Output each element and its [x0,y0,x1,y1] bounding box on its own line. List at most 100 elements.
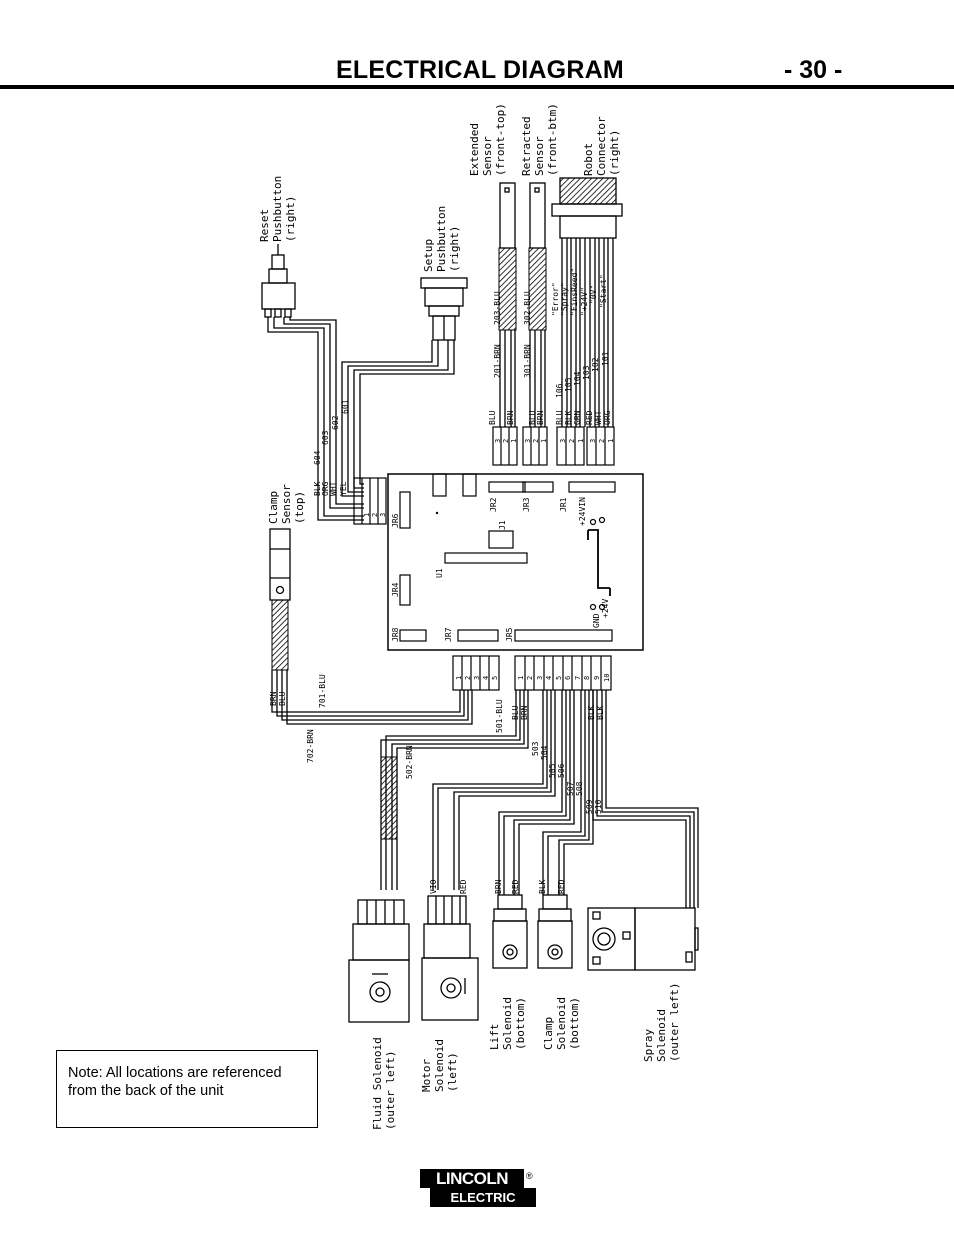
wire-701: 701-BLU [318,674,327,708]
label-retracted-line3: (front-btm) [546,103,559,176]
note-box: Note: All locations are referenced from … [56,1050,318,1128]
jr6-color-4: YEL [339,481,348,496]
wire-510: 510 [594,799,603,814]
pin-jr5-6: 6 [564,676,572,680]
label-24vin: +24VIN [578,497,587,526]
pin-jr1a-3: 3 [559,439,567,443]
pin-jr3-2: 2 [532,439,540,443]
pin-jr5-5: 5 [555,676,563,680]
robot-signal-6: "Start" [599,274,608,308]
pin-jr7-5: 5 [491,676,499,680]
pin-jr5-8: 8 [583,676,591,680]
pin-jr7-1: 1 [455,676,463,680]
pin-jr6-1: 1 [363,513,371,517]
pin-numbers: 3 2 1 3 2 1 3 2 1 3 2 1 1 2 3 1 2 3 4 5 … [363,439,615,682]
pin-jr1a-2: 2 [568,439,576,443]
jr1-color-1: BLU [555,410,564,425]
wire-104: 104 [573,371,582,386]
pin-jr5-2: 2 [526,676,534,680]
label-clamp-sensor-line2: Sensor [280,484,293,524]
label-clamp-sol-line2: Solenoid [555,997,568,1050]
label-extended-line1: Extended [468,123,481,176]
label-jr7: JR7 [444,627,453,642]
label-retracted-line1: Retracted [520,116,533,176]
label-clamp-sensor-line1: Clamp [267,491,280,524]
page-title: ELECTRICAL DIAGRAM [336,56,624,84]
label-extended-line2: Sensor [481,136,494,176]
jr2-color-2: BRN [506,410,515,425]
label-lift-line3: (bottom) [514,997,527,1050]
wire-508: 508 [575,781,584,796]
label-setup-line3: (right) [448,226,461,272]
label-setup-line2: Pushbutton [435,206,448,272]
wire-507: 507 [566,781,575,796]
label-extended-line3: (front-top) [494,103,507,176]
pin-jr1b-1: 1 [607,439,615,443]
lincoln-electric-logo: LINCOLN ® ELECTRIC [420,1169,536,1207]
label-retracted-line2: Sensor [533,136,546,176]
label-motor-line3: (left) [446,1052,459,1092]
label-jr2: JR2 [489,497,498,512]
jr5-color-4: BLK [596,705,605,720]
motor-solenoid [421,895,479,1021]
logo-line2: ELECTRIC [430,1188,536,1207]
clamp-sensor [269,528,291,601]
wire-604: 604 [313,450,322,465]
jr5-color-3: BLK [587,705,596,720]
wire-601: 601 [341,399,350,414]
robot-connector [551,177,623,239]
jr3-color-2: BRN [536,410,545,425]
label-u1: U1 [435,568,444,578]
pin-jr5-9: 9 [593,676,601,680]
wire-102: 102 [591,357,600,372]
clamp-solenoid [537,894,573,969]
label-gnd: GND [592,613,601,628]
pin-jr1a-1: 1 [577,439,585,443]
label-jr5: JR5 [505,627,514,642]
label-lift-line1: Lift [488,1024,501,1051]
pin-jr5-3: 3 [536,676,544,680]
wire-106: 106 [555,383,564,398]
header-rule [0,85,954,89]
wire-506: 506 [557,763,566,778]
label-motor-line1: Motor [420,1059,433,1092]
wire-302: 302-BLU [523,291,532,325]
reset-pushbutton [261,244,296,318]
motor-color-1: VIO [429,879,438,894]
jr6-color-1: BLK [313,481,322,496]
wire-105: 105 [564,377,573,392]
setup-pushbutton [420,277,468,341]
label-motor-line2: Solenoid [433,1039,446,1092]
note-text: Note: All locations are referenced from … [68,1065,282,1099]
wire-501: 501-BLU [495,699,504,733]
pin-jr5-1: 1 [517,676,525,680]
wire-702: 702-BRN [306,729,315,763]
label-reset-line2: Pushbutton [271,176,284,242]
label-robot-line2: Connector [595,116,608,176]
jr3-color-1: BLU [528,410,537,425]
label-24v: +24V [601,599,610,618]
label-jr1: JR1 [559,497,568,512]
jr1-color-6: ORG [603,410,612,425]
label-lift-line2: Solenoid [501,997,514,1050]
wire-502: 502-BRN [405,745,414,779]
pin-jr2-3: 3 [494,439,502,443]
label-setup-line1: Setup [422,239,435,272]
wire-504: 504 [540,745,549,760]
pin-jr2-2: 2 [502,439,510,443]
extended-sensor [499,182,516,249]
label-spray-line2: Solenoid [655,1009,668,1062]
cable-jackets [271,247,547,840]
wire-labels: 604 603 602 601 BLK ORG WHT YEL 201-BRN … [269,268,612,894]
label-fluid-line2: (outer left) [384,1051,397,1130]
label-jr3: JR3 [522,497,531,512]
pin-jr3-3: 3 [524,439,532,443]
jr1-color-4: RED [585,410,594,425]
jr1-color-2: BLK [564,410,573,425]
wire-509: 509 [585,799,594,814]
label-jr4: JR4 [391,582,400,597]
pin-jr6-3: 3 [379,513,387,517]
component-labels: Reset Pushbutton (right) Setup Pushbutto… [258,103,681,1130]
clamp-sensor-color-1: BRN [269,691,278,706]
label-robot-line3: (right) [608,130,621,176]
